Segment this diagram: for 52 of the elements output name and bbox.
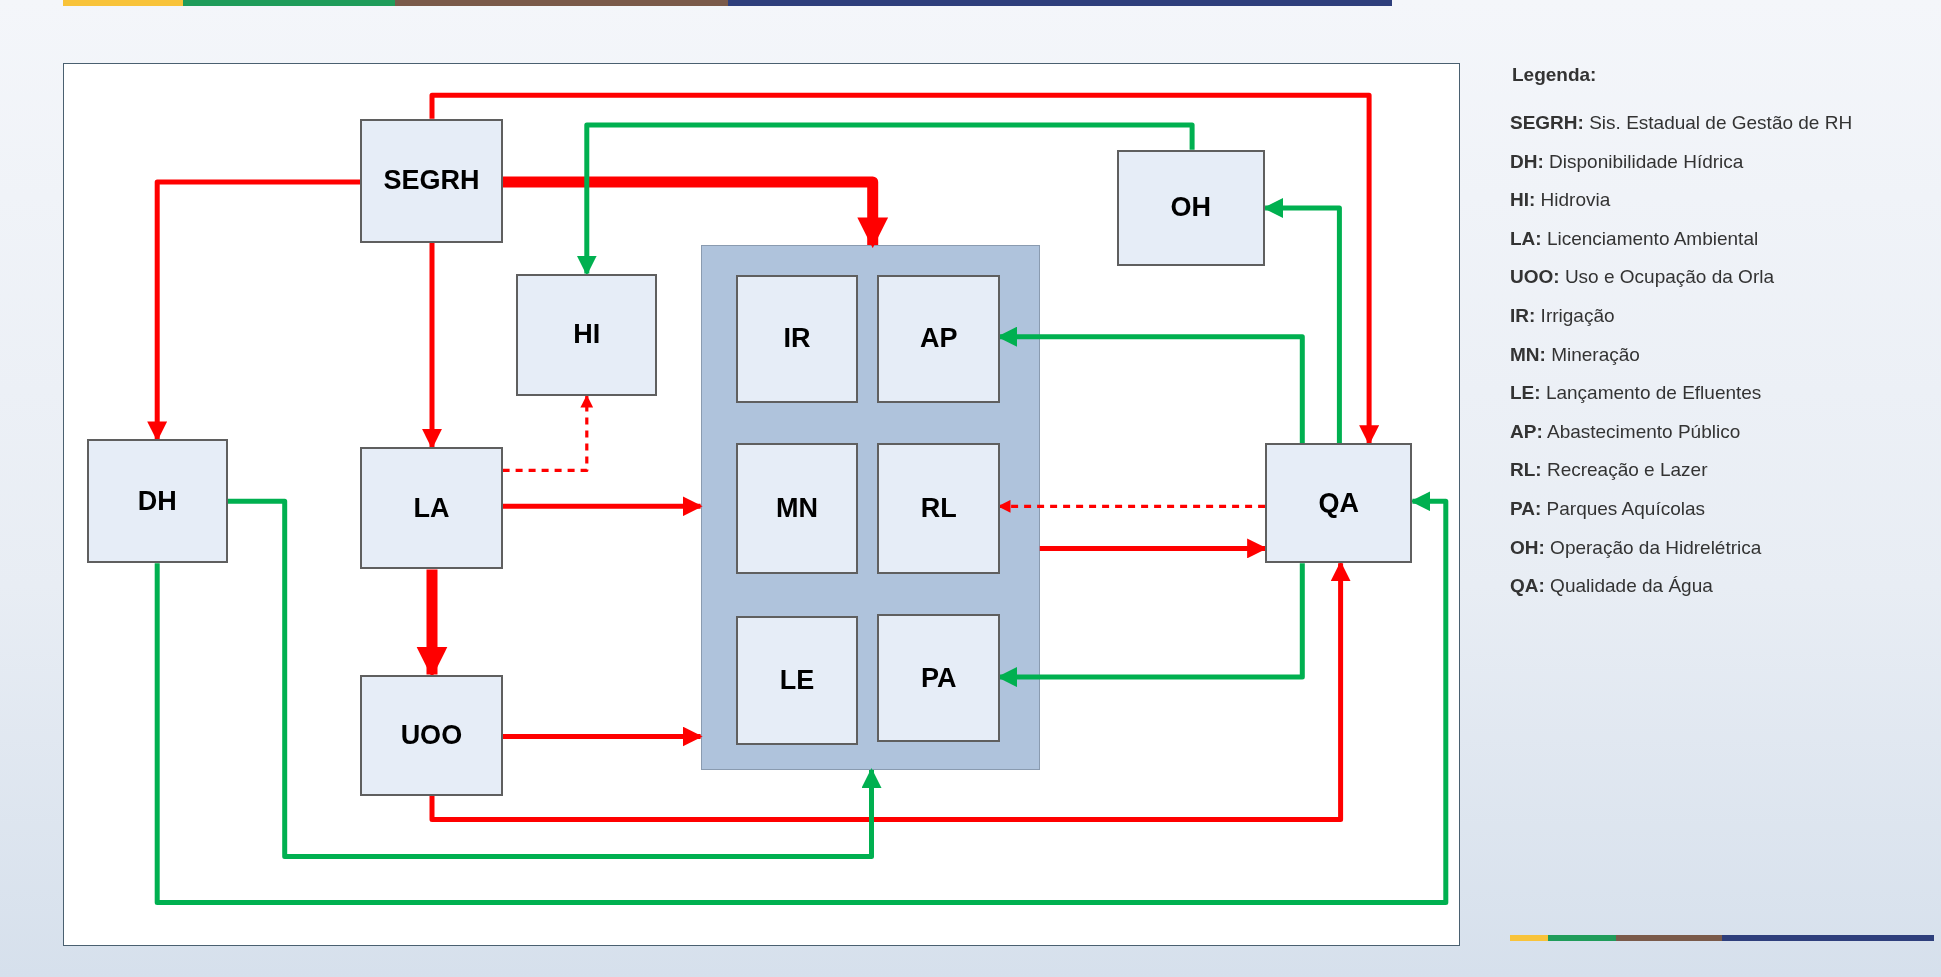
- arrow: [227, 498, 882, 860]
- arrow: [429, 561, 1351, 822]
- process-box: [736, 442, 858, 575]
- arrow: [502, 496, 703, 517]
- process-box: [360, 118, 503, 243]
- process-box: [360, 674, 503, 796]
- box-label: UOO: [400, 719, 463, 751]
- box-label: PA: [920, 662, 957, 694]
- legend-entry: AP: Abastecimento Público: [1510, 420, 1741, 443]
- process-box: [877, 442, 1000, 575]
- box-label: IR: [783, 323, 811, 355]
- legend-entry: LA: Licenciamento Ambiental: [1510, 227, 1759, 250]
- legend-entry: DH: Disponibilidade Hídrica: [1510, 150, 1744, 173]
- arrow: [147, 179, 361, 442]
- process-box: [360, 446, 503, 570]
- process-box: [516, 273, 658, 397]
- arrow: [502, 726, 703, 747]
- arrow: [502, 176, 889, 249]
- process-box: [736, 274, 858, 404]
- arrow: [422, 242, 442, 449]
- process-box: [1265, 443, 1413, 564]
- box-label: QA: [1318, 487, 1359, 519]
- box-label: DH: [137, 485, 177, 517]
- legend-entry: MN: Mineração: [1510, 343, 1640, 366]
- box-label: SEGRH: [383, 165, 480, 197]
- legend-entry: UOO: Uso e Ocupação da Orla: [1510, 266, 1774, 289]
- group-panel: [700, 245, 1040, 770]
- process-box: [1116, 149, 1266, 267]
- legend-entry: HI: Hidrovia: [1510, 189, 1611, 212]
- legend-entry: LE: Lançamento de Efluentes: [1510, 382, 1762, 405]
- arrow: [429, 92, 1380, 446]
- box-label: AP: [919, 323, 958, 355]
- legend-entry: SEGRH: Sis. Estadual de Gestão de RH: [1510, 112, 1853, 134]
- box-label: RL: [920, 493, 957, 524]
- box-label: LA: [413, 492, 450, 524]
- legend-entry: RL: Recreação e Lazer: [1510, 459, 1708, 482]
- legend-entry: OH: Operação da Hidrelétrica: [1510, 536, 1762, 559]
- legend-entry: PA: Parques Aquícolas: [1510, 498, 1706, 520]
- process-box: [877, 613, 1000, 743]
- legend-entry: QA: Qualidade da Água: [1510, 575, 1713, 598]
- box-label: HI: [573, 319, 601, 351]
- legend-entry: IR: Irrigação: [1510, 305, 1615, 327]
- legend-title: Legenda:: [1512, 64, 1597, 86]
- process-box: [86, 439, 228, 564]
- process-box: [736, 616, 858, 745]
- box-label: MN: [775, 493, 818, 524]
- box-label: LE: [779, 665, 815, 697]
- arrow: [502, 394, 594, 472]
- arrow: [154, 491, 1449, 905]
- process-box: [877, 274, 1000, 404]
- arrow: [576, 122, 1195, 276]
- box-label: OH: [1170, 192, 1212, 224]
